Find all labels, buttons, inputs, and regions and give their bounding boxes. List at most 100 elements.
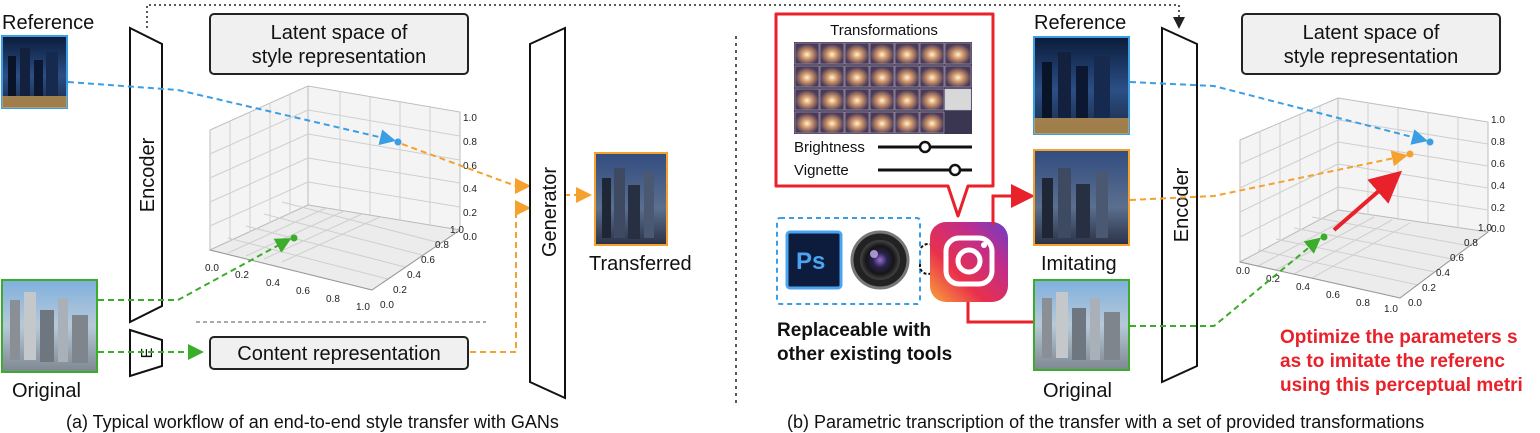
replaceable-tools-box xyxy=(776,217,921,305)
caption-a: (a) Typical workflow of an end-to-end st… xyxy=(66,412,559,432)
tick-f5-a: 1.0 xyxy=(356,302,370,313)
tick-v3-b: 0.4 xyxy=(1491,181,1505,192)
latent-title-line1-a: Latent space of xyxy=(271,22,408,44)
tick-f0-a: 0.0 xyxy=(205,263,219,274)
encoder-small-label: E xyxy=(139,348,156,359)
transformation-thumbnails xyxy=(794,42,972,134)
original-label-b: Original xyxy=(1043,380,1112,402)
flow-latent-to-generator xyxy=(401,143,531,194)
latent-point-reference-a xyxy=(394,138,402,146)
photoshop-icon: Ps xyxy=(785,230,843,290)
generator-label: Generator xyxy=(539,167,561,257)
replaceable-line1: Replaceable with xyxy=(777,320,931,341)
tick-s4-b: 0.8 xyxy=(1464,238,1478,249)
latent-point-reference-b xyxy=(1426,138,1434,146)
tick-f5-b: 1.0 xyxy=(1384,304,1398,315)
tick-v1-b: 0.8 xyxy=(1491,137,1505,148)
latent-point-imitating xyxy=(1406,150,1414,158)
latent-3d-axes-b xyxy=(1238,97,1490,299)
panel-a: Reference Original Encoder E Latent spac… xyxy=(1,4,1185,432)
latent-title-box-b xyxy=(1241,13,1501,75)
encoder-label-b: Encoder xyxy=(1171,167,1193,242)
generator-block xyxy=(529,26,566,400)
optimize-line1: Optimize the parameters s xyxy=(1280,327,1518,348)
tick-v3-a: 0.4 xyxy=(463,184,477,195)
flow-reference-to-latent-b xyxy=(1129,81,1428,145)
reference-label-b: Reference xyxy=(1034,12,1126,34)
vignette-slider-handle[interactable] xyxy=(948,163,962,177)
content-representation-box xyxy=(209,336,469,370)
optimization-arrow xyxy=(1332,170,1403,232)
vignette-label: Vignette xyxy=(794,162,849,179)
flow-instagram-to-imitating xyxy=(991,184,1035,225)
transferred-image xyxy=(594,152,668,246)
tick-f2-a: 0.4 xyxy=(266,278,280,289)
tick-f3-a: 0.6 xyxy=(296,286,310,297)
tick-v4-a: 0.2 xyxy=(463,208,477,219)
tick-s5-b: 1.0 xyxy=(1478,223,1492,234)
tick-s1-a: 0.2 xyxy=(393,285,407,296)
original-label-a: Original xyxy=(12,380,81,402)
photoshop-icon-text: Ps xyxy=(796,248,825,275)
tick-s0-b: 0.0 xyxy=(1408,298,1422,309)
flow-content-to-generator xyxy=(470,200,531,353)
optimize-line3: using this perceptual metri xyxy=(1280,375,1523,396)
tick-f4-a: 0.8 xyxy=(326,294,340,305)
original-image-a xyxy=(1,279,98,373)
tick-v1-a: 0.8 xyxy=(463,137,477,148)
encoder-block-a xyxy=(129,26,163,324)
tick-f1-b: 0.2 xyxy=(1266,274,1280,285)
tick-s2-b: 0.4 xyxy=(1436,268,1450,279)
content-representation-label: Content representation xyxy=(237,343,440,365)
caption-b: (b) Parametric transcription of the tran… xyxy=(787,412,1424,432)
tick-v2-b: 0.6 xyxy=(1491,159,1505,170)
latent-title-box-a xyxy=(209,13,469,75)
tick-f2-b: 0.4 xyxy=(1296,282,1310,293)
tick-v0-b: 1.0 xyxy=(1491,115,1505,126)
tick-v0-a: 1.0 xyxy=(463,113,477,124)
latent-point-original-a xyxy=(290,234,298,242)
encoder-small-block xyxy=(129,328,163,378)
transformations-title: Transformations xyxy=(830,22,938,39)
flow-imitating-to-latent xyxy=(1129,150,1408,201)
tick-s4-a: 0.8 xyxy=(435,240,449,251)
instagram-icon xyxy=(930,222,1008,302)
reference-image-a xyxy=(1,35,68,109)
reference-image-b xyxy=(1033,36,1130,135)
tick-f4-b: 0.8 xyxy=(1356,298,1370,309)
latent-title-line1-b: Latent space of xyxy=(1303,22,1440,44)
brightness-label: Brightness xyxy=(794,139,865,156)
latent-ticks-b: 1.0 0.8 0.6 0.4 0.2 0.0 0.0 0.2 0.4 0.6 … xyxy=(1236,115,1505,315)
feedback-dotted-line xyxy=(146,4,1185,29)
tick-f0-b: 0.0 xyxy=(1236,266,1250,277)
imitating-image xyxy=(1033,149,1130,246)
replaceable-line2: other existing tools xyxy=(777,344,952,365)
latent-point-original-b xyxy=(1320,233,1328,241)
panel-b: Transformations Brightness Vignette Ps xyxy=(774,12,1523,432)
tick-s3-a: 0.6 xyxy=(421,255,435,266)
tick-v2-a: 0.6 xyxy=(463,161,477,172)
encoder-block-b xyxy=(1161,26,1198,384)
encoder-label-a: Encoder xyxy=(137,137,159,212)
tick-s3-b: 0.6 xyxy=(1450,253,1464,264)
latent-title-line2-b: style representation xyxy=(1284,46,1459,68)
tick-v5-a: 0.0 xyxy=(463,232,477,243)
latent-ticks-a: 1.0 0.8 0.6 0.4 0.2 0.0 0.0 0.2 0.4 0.6 … xyxy=(205,113,477,313)
latent-title-line2-a: style representation xyxy=(252,46,427,68)
tick-s1-b: 0.2 xyxy=(1422,283,1436,294)
brightness-slider-handle[interactable] xyxy=(918,140,932,154)
imitating-label: Imitating xyxy=(1041,253,1117,275)
tick-s5-a: 1.0 xyxy=(450,225,464,236)
reference-label-a: Reference xyxy=(2,12,94,34)
flow-original-to-instagram xyxy=(966,302,1033,324)
original-image-b xyxy=(1033,279,1130,371)
camera-lens-icon xyxy=(850,230,910,290)
transferred-label: Transferred xyxy=(589,253,692,275)
latent-3d-axes-a xyxy=(208,85,462,291)
flow-original-to-latent-a xyxy=(98,238,292,301)
tick-f1-a: 0.2 xyxy=(235,270,249,281)
tick-v5-b: 0.0 xyxy=(1491,224,1505,235)
tick-s2-a: 0.4 xyxy=(407,270,421,281)
